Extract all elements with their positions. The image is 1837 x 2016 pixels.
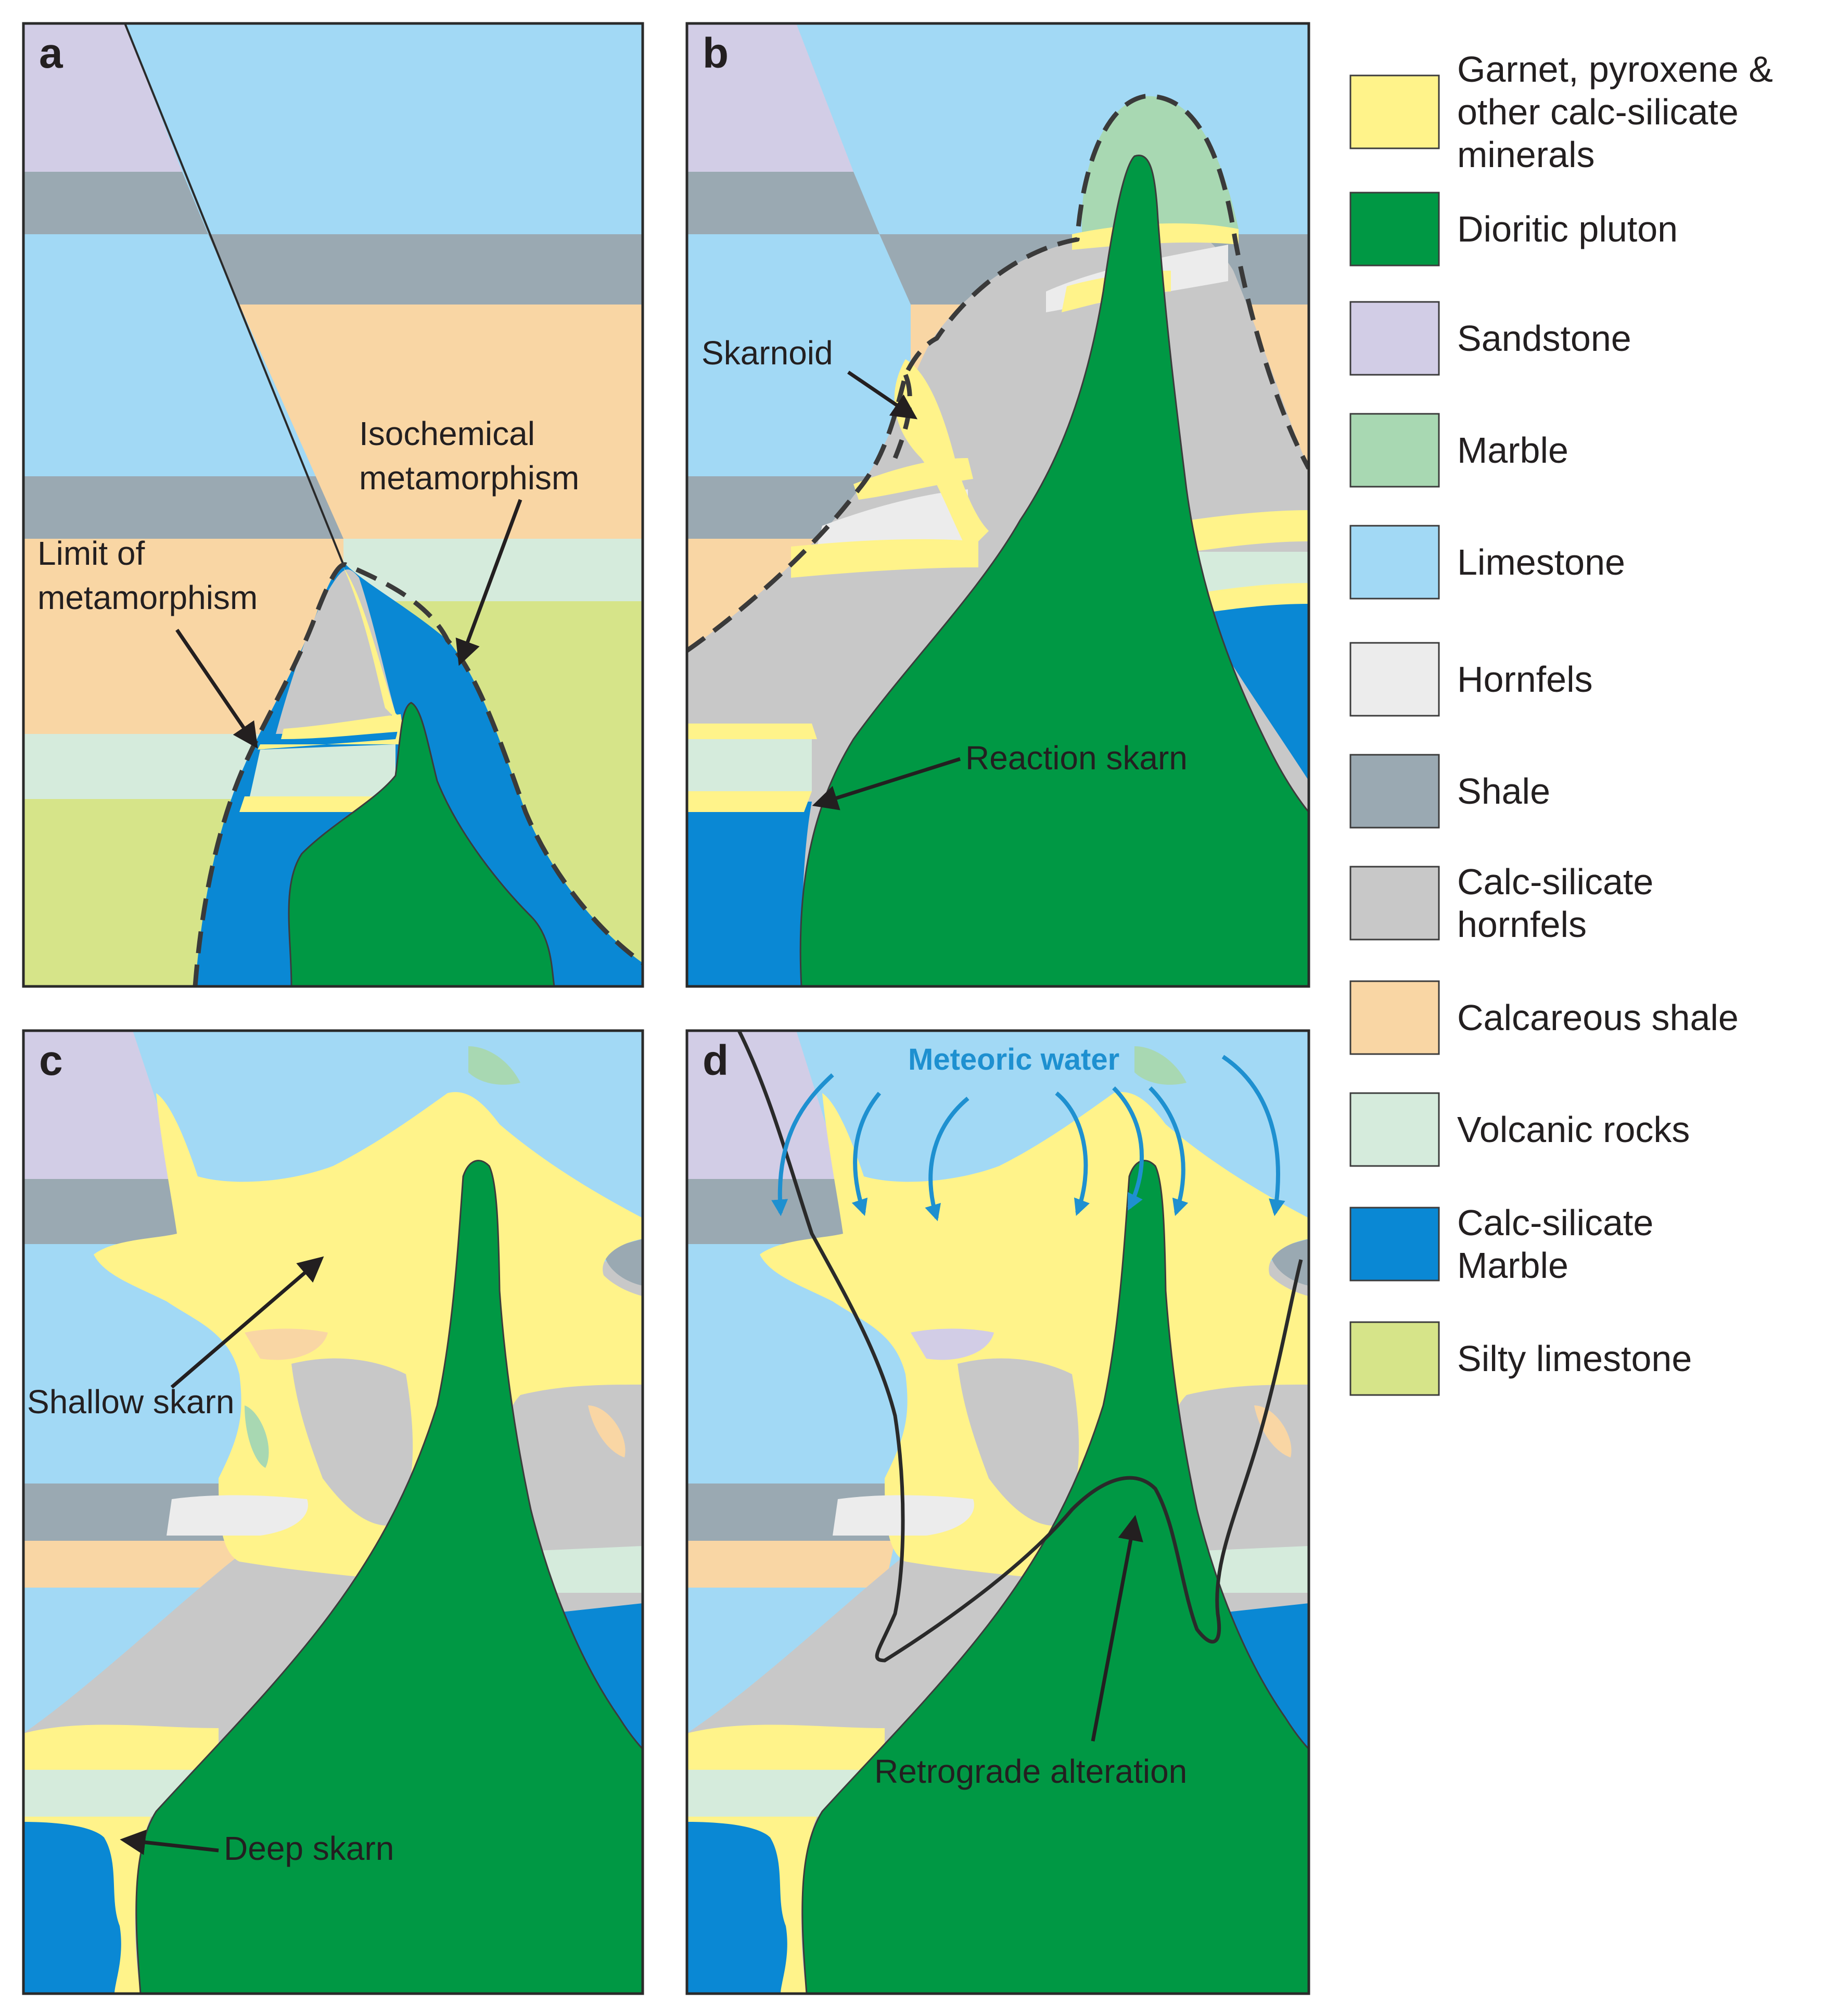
calc-silicate-marble [23, 1822, 121, 1994]
arrow-isochemical [455, 499, 522, 666]
panel-c: c Shallow skarn Deep skarn [22, 1029, 644, 1995]
panel-d: d Meteoric water Retrograde alteration [685, 1029, 1310, 1995]
label-shallow-skarn: Shallow skarn [27, 1383, 234, 1421]
legend-swatch [1349, 1207, 1440, 1282]
shale-layer-right [208, 234, 643, 305]
legend-swatch [1349, 1092, 1440, 1167]
legend-label: Calc-silicate [1457, 1202, 1653, 1243]
dioritic-pluton [288, 702, 555, 986]
legend-label: Sandstone [1457, 318, 1631, 359]
legend-label: Marble [1457, 1245, 1568, 1286]
legend-swatch [1349, 192, 1440, 267]
legend-swatch [1349, 74, 1440, 149]
dioritic-pluton [799, 155, 1309, 986]
arrow-deep-skarn [120, 1829, 219, 1855]
sandstone-layer [23, 1031, 182, 1179]
panel-b-letter: b [703, 30, 729, 77]
limit-of-metamorphism-line [193, 562, 643, 986]
legend-label: Shale [1457, 771, 1550, 812]
volcanic-in-aureole [250, 744, 396, 796]
sandstone-layer [687, 23, 853, 172]
calc-silicate-marble [687, 802, 812, 986]
legend-swatch [1349, 301, 1440, 376]
fault-line [124, 23, 345, 565]
dioritic-pluton [135, 1160, 643, 1994]
shale-layer [23, 172, 208, 234]
label-reaction-skarn: Reaction skarn [965, 739, 1188, 777]
legend-item: Limestone [1349, 525, 1625, 600]
legend-label: Dioritic pluton [1457, 209, 1678, 249]
legend-label: Volcanic rocks [1457, 1109, 1690, 1150]
legend-swatch [1349, 1321, 1440, 1396]
label-deep-skarn: Deep skarn [224, 1830, 394, 1867]
calc-silicate-hornfels-zone [276, 569, 396, 734]
panel-b: b Skarnoid Reaction skarn [685, 22, 1310, 988]
label-meteoric-water: Meteoric water [908, 1043, 1119, 1076]
legend-swatch [1349, 413, 1440, 488]
shale-layer [687, 172, 879, 234]
legend-label: Silty limestone [1457, 1338, 1692, 1379]
calcareous-shale-right [239, 305, 643, 539]
calcareous-shale-left [23, 1541, 239, 1588]
skarnoid-skarn [894, 359, 989, 552]
legend-label: Limestone [1457, 542, 1625, 582]
panel-b-frame [685, 22, 1310, 988]
arrow-retrograde [1091, 1515, 1143, 1742]
arrow-limit [175, 629, 258, 749]
legend-item: Silty limestone [1349, 1321, 1692, 1396]
legend-label: Garnet, pyroxene & [1457, 49, 1773, 90]
legend-label: hornfels [1457, 904, 1587, 945]
legend-item: Volcanic rocks [1349, 1092, 1690, 1167]
legend-item: Marble [1349, 413, 1568, 488]
legend-swatch [1349, 866, 1440, 941]
limit-of-metamorphism-line [687, 94, 1309, 653]
legend-label: Calc-silicate [1457, 861, 1653, 902]
legend-label: minerals [1457, 134, 1595, 175]
label-isochemical-1: Isochemical [359, 415, 535, 452]
legend-item: Calcareous shale [1349, 980, 1739, 1055]
panel-a: a Limit of metamorphism Isochemical meta… [22, 22, 644, 988]
panel-d-frame [685, 1029, 1310, 1995]
panel-c-frame [22, 1029, 644, 1995]
label-limit-of-metamorphism-2: metamorphism [37, 579, 258, 616]
meteoric-water-arrows [771, 1055, 1285, 1222]
panel-a-frame [22, 22, 644, 988]
panel-d-letter: d [703, 1037, 729, 1084]
sandstone-layer [23, 23, 182, 172]
arrow-reaction-skarn [812, 757, 961, 810]
legend-swatch [1349, 525, 1440, 600]
panel-a-letter: a [39, 30, 63, 77]
label-isochemical-2: metamorphism [359, 459, 579, 497]
sandstone-layer [687, 1031, 843, 1179]
calcareous-shale-left [687, 1541, 895, 1588]
legend-label: Marble [1457, 430, 1568, 471]
legend-label: Hornfels [1457, 659, 1593, 700]
panel-c-letter: c [39, 1037, 63, 1084]
retrograde-fluid-path [737, 1031, 1303, 1663]
shale-layer [23, 1179, 203, 1244]
dioritic-pluton [801, 1160, 1309, 1994]
legend: Garnet, pyroxene &other calc-silicatemin… [1349, 49, 1773, 1396]
legend-item: Garnet, pyroxene &other calc-silicatemin… [1349, 49, 1773, 175]
legend-label: other calc-silicate [1457, 92, 1739, 132]
legend-item: Shale [1349, 754, 1550, 829]
legend-swatch [1349, 754, 1440, 829]
legend-label: Calcareous shale [1457, 997, 1739, 1038]
label-limit-of-metamorphism-1: Limit of [37, 535, 145, 572]
legend-swatch [1349, 980, 1440, 1055]
legend-item: Hornfels [1349, 642, 1593, 717]
label-skarnoid: Skarnoid [701, 334, 833, 372]
legend-item: Dioritic pluton [1349, 192, 1678, 267]
arrow-shallow-skarn [170, 1256, 324, 1389]
label-retrograde-alteration: Retrograde alteration [874, 1753, 1187, 1790]
legend-item: Sandstone [1349, 301, 1631, 376]
arrow-skarnoid [847, 371, 918, 420]
shale-layer-lower [23, 476, 416, 539]
legend-swatch [1349, 642, 1440, 717]
